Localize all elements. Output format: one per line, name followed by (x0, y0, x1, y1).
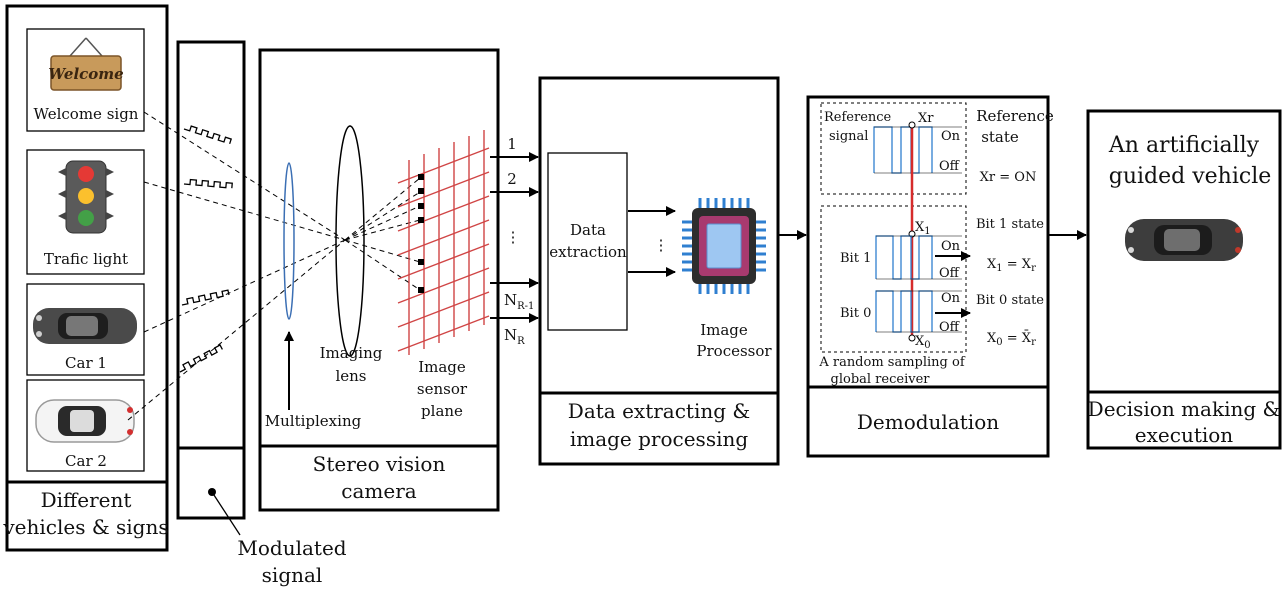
xr-equals-on: Xr = ON (980, 170, 1037, 185)
car1-label: Car 1 (65, 354, 107, 372)
vehicle-block (1086, 109, 1282, 450)
camera-caption-line1: Stereo vision (313, 452, 446, 476)
imaging-lens-label-line1: Imaging (320, 344, 383, 362)
vehicle-caption-line2: execution (1135, 423, 1234, 447)
channel-dots: ⋮ (506, 228, 521, 246)
imaging-lens-label-line2: lens (335, 367, 366, 385)
image-sensor-grid (397, 130, 490, 355)
xr-sample-point (908, 121, 916, 129)
bit1-state-label: Bit 1 state (976, 217, 1044, 232)
welcome-sign-text: Welcome (48, 65, 123, 83)
modulator-block (176, 40, 246, 520)
bit0-waveform (875, 290, 962, 333)
channel-1-label: 1 (507, 135, 517, 153)
sensor-label-line1: Image (418, 358, 466, 376)
sensor-label-line2: sensor (417, 380, 468, 398)
channel-nr-label: NR (504, 326, 525, 347)
xr-label: Xr (918, 111, 934, 126)
traffic-light-icon (58, 160, 114, 234)
light-rays (127, 111, 421, 421)
bit0-label: Bit 0 (840, 306, 871, 321)
car2-icon (35, 399, 135, 443)
x1-label: X1 (915, 220, 931, 237)
bit0-state-label: Bit 0 state (976, 293, 1044, 308)
bit1-off-label: Off (939, 266, 961, 281)
traffic-light-label: Trafic light (44, 250, 128, 268)
x0-label: X0 (915, 334, 931, 351)
car1-icon (33, 308, 137, 344)
imaging-lens (335, 125, 365, 357)
vehicle-caption-line1: Decision making & (1088, 397, 1281, 421)
extraction-dots: ⋮ (654, 236, 669, 254)
demod-caption: Demodulation (857, 410, 999, 434)
modulated-line1: Modulated (237, 536, 346, 560)
data-extraction-box (547, 152, 628, 331)
data-extraction-line1: Data (570, 221, 606, 239)
ref-off-label: Off (939, 159, 961, 174)
sampling-caption-line2: global receiver (831, 372, 931, 387)
vehicle-title-line1: An artificially (1108, 133, 1260, 158)
reference-waveform (873, 126, 962, 174)
data-extraction-line2: extraction (549, 243, 627, 261)
sampling-dashed-box (820, 205, 967, 353)
demod-block (806, 95, 1050, 458)
channel-2-label: 2 (507, 170, 517, 188)
sources-caption-line2: vehicles & signs (2, 515, 168, 539)
ref-state-line2: state (981, 128, 1019, 146)
bit0-off-label: Off (939, 320, 961, 335)
camera-block (258, 48, 500, 512)
guided-vehicle-icon (1125, 219, 1243, 261)
welcome-sign-label: Welcome sign (34, 105, 139, 123)
sources-block (5, 4, 169, 552)
multiplexing-label: Multiplexing (265, 412, 362, 430)
bit0-on-label: On (941, 291, 961, 306)
car2-label: Car 2 (65, 452, 107, 470)
reference-dashed-box (820, 102, 967, 195)
ref-signal-line1: Reference (824, 110, 892, 125)
welcome-sign-icon: Welcome (48, 37, 124, 91)
bit1-equation: X1 = Xr (987, 257, 1036, 274)
camera-caption-line2: camera (341, 479, 416, 503)
bit1-on-label: On (941, 239, 961, 254)
sensor-pixels (418, 174, 424, 293)
processor-label-line2: Processor (696, 342, 772, 360)
bit1-label: Bit 1 (840, 251, 871, 266)
sensor-label-line3: plane (421, 402, 463, 420)
channel-nr1-label: NR-1 (504, 291, 534, 312)
ref-state-line1: Reference (976, 107, 1054, 125)
processing-caption-line1: Data extracting & (568, 399, 750, 423)
bit1-waveform (875, 235, 962, 280)
multiplexing-lens (283, 162, 295, 320)
channel-arrows (490, 152, 539, 323)
square-wave-signals (179, 125, 233, 373)
x0-sample-point (908, 334, 916, 342)
sampling-caption-line1: A random sampling of (818, 355, 966, 370)
processing-block (538, 76, 780, 466)
modulated-line2: signal (262, 563, 323, 587)
bit0-equation: X0 = X̄r (987, 330, 1036, 348)
processor-chip-icon (682, 198, 766, 294)
processing-caption-line2: image processing (570, 427, 749, 451)
sources-caption-line1: Different (41, 488, 132, 512)
vehicle-title-line2: guided vehicle (1109, 164, 1272, 189)
modulator-leader (211, 491, 241, 536)
processor-label-line1: Image (700, 321, 748, 339)
ref-on-label: On (941, 129, 961, 144)
ref-signal-line2: signal (829, 129, 868, 144)
